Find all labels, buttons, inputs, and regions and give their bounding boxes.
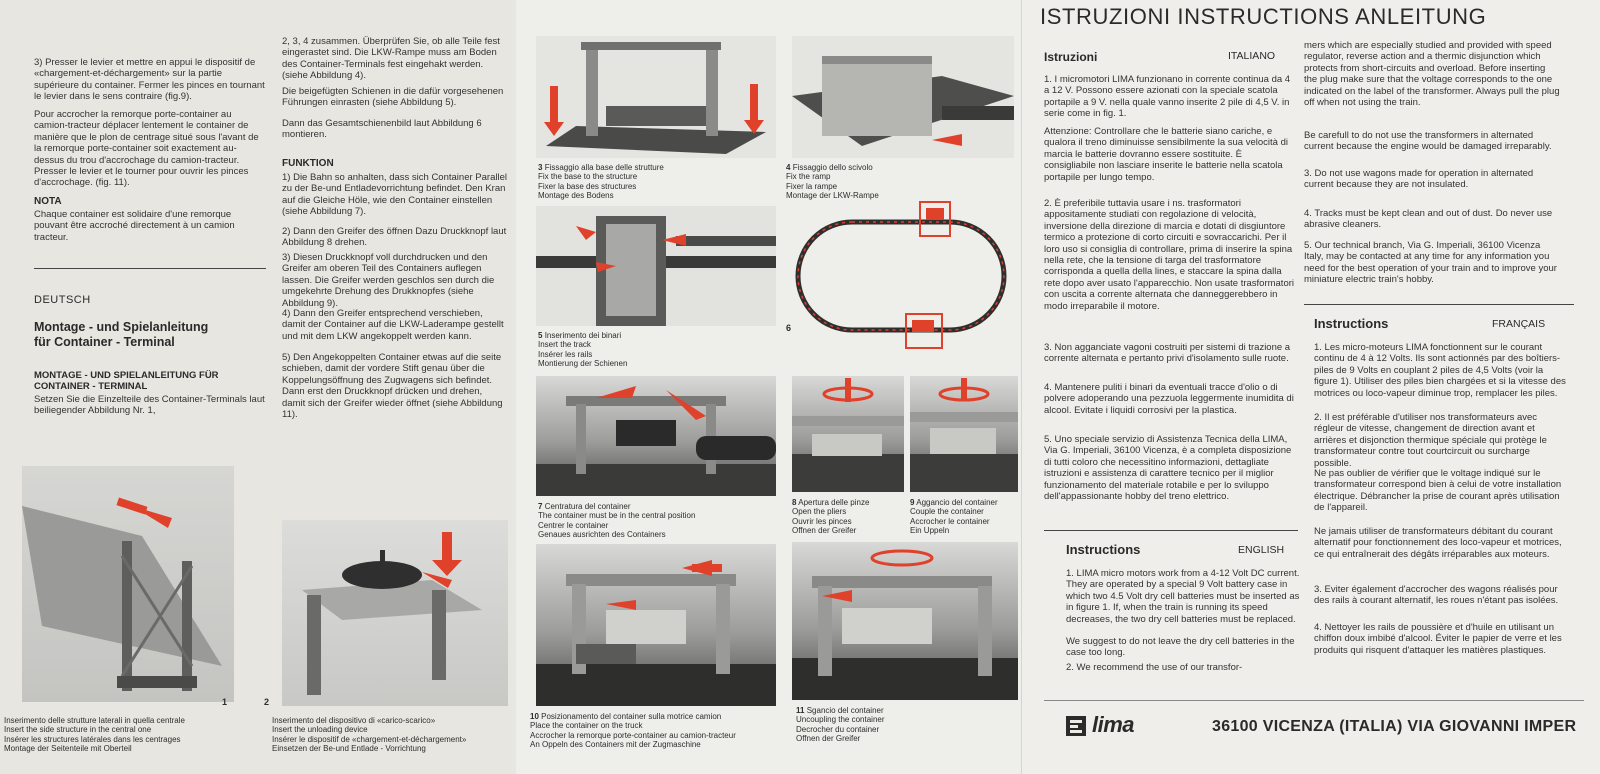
figure-6-number: 6 [786, 323, 792, 333]
italiano-1b: Attenzione: Controllare che le batterie … [1044, 126, 1288, 183]
nota-text: Chaque container est solidaire d'une rem… [34, 209, 235, 243]
figure-4-caption: 4 Fissaggio dello scivolo Fix the ramp F… [786, 163, 879, 200]
figure-9-caption: 9 Aggancio del container Couple the cont… [910, 498, 998, 535]
deutsch-label: DEUTSCH [34, 294, 91, 306]
fr-step-4: Pour accrocher la remorque porte-contain… [34, 109, 259, 189]
nota-heading: NOTA [34, 196, 62, 207]
figure-8-caption: 8 Apertura delle pinze Open the pliers O… [792, 498, 870, 535]
funktion-4: 4) Dann den Greifer entsprechend verschi… [282, 308, 504, 342]
deutsch-subtitle: MONTAGE - UND SPIELANLEITUNG FÜR CONTAIN… [34, 370, 219, 392]
deutsch-title-1: Montage - und Spielanleitung [34, 320, 209, 334]
english-heading: Instructions [1066, 542, 1141, 557]
funktion-5: 5) Den Angekoppelten Container etwas auf… [282, 352, 503, 421]
figure-8-photo [792, 376, 904, 492]
figure-6-track-diagram: 6 [786, 192, 1016, 362]
panel-instructions: ISTRUZIONI INSTRUCTIONS ANLEITUNG Istruz… [1022, 0, 1600, 774]
deutsch-layout: Dann das Gesamtschienenbild laut Abbildu… [282, 118, 482, 141]
deutsch-title-2: für Container - Terminal [34, 335, 175, 349]
english-2b: Be carefull to do not use the transforme… [1304, 130, 1552, 153]
figure-10-caption: 10 Posizionamento del container sulla mo… [530, 712, 736, 749]
figure-5-caption: 5 Inserimento dei binari Insert the trac… [538, 331, 628, 368]
figure-4-photo [792, 36, 1014, 158]
francais-heading: Instructions [1314, 316, 1389, 331]
italiano-heading: Istruzioni [1044, 50, 1098, 64]
english-1: 1. LIMA micro motors work from a 4-12 Vo… [1066, 568, 1300, 625]
english-label: ENGLISH [1238, 544, 1285, 556]
funktion-heading: FUNKTION [282, 158, 334, 169]
english-1b: We suggest to do not leave the dry cell … [1066, 636, 1295, 659]
figure-5-photo [536, 206, 776, 326]
figure-10-photo [536, 544, 776, 706]
italiano-2: 2. È preferibile tuttavia usare i ns. tr… [1044, 198, 1295, 312]
figure-1-photo [22, 466, 234, 702]
italiano-5: 5. Uno speciale servizio di Assistenza T… [1044, 434, 1292, 503]
francais-3: 3. Eviter également d'accrocher des wago… [1314, 584, 1559, 607]
francais-2: 2. Il est préférable d'utiliser nos tran… [1314, 412, 1547, 469]
funktion-2: 2) Dann den Greifer des öffnen Dazu Druc… [282, 226, 507, 249]
francais-1: 1. Les micro-moteurs LIMA fonctionnent s… [1314, 342, 1566, 399]
divider [34, 268, 266, 269]
fr-step-3: 3) Presser le levier et mettre en appui … [34, 57, 265, 103]
english-5: 5. Our technical branch, Via G. Imperial… [1304, 240, 1557, 286]
italiano-label: ITALIANO [1228, 50, 1276, 62]
figure-9-photo [910, 376, 1018, 492]
francais-4: 4. Nettoyer les rails de poussière et d'… [1314, 622, 1562, 656]
panel-figures: 3 Fissaggio alla base delle strutture Fi… [516, 0, 1026, 774]
english-2: 2. We recommend the use of our transfor- [1066, 662, 1243, 673]
francais-2b: Ne pas oublier de vérifier que le voltag… [1314, 468, 1562, 514]
english-4: 4. Tracks must be kept clean and out of … [1304, 208, 1553, 231]
funktion-1: 1) Die Bahn so anhalten, dass sich Conta… [282, 172, 507, 218]
funktion-3: 3) Diesen Druckknopf voll durchdrucken u… [282, 252, 495, 309]
figure-2-photo [282, 520, 508, 706]
figure-2-number: 2 [264, 697, 270, 707]
figure-7-photo [536, 376, 776, 496]
deutsch-assembly: 2, 3, 4 zusammen. Überprüfen Sie, ob all… [282, 36, 500, 82]
lima-logo-mark-icon [1066, 716, 1086, 736]
italiano-4: 4. Mantenere puliti i binari da eventual… [1044, 382, 1294, 416]
footer-address: 36100 VICENZA (ITALIA) VIA GIOVANNI IMPE… [1212, 718, 1577, 735]
figure-2-caption: Inserimento del dispositivo di «carico-s… [272, 716, 467, 753]
english-3: 3. Do not use wagons made for operation … [1304, 168, 1534, 191]
figure-1-caption: Inserimento delle strutture laterali in … [4, 716, 185, 753]
divider [1304, 304, 1574, 305]
figure-11-photo [792, 542, 1018, 700]
italiano-1: 1. I micromotori LIMA funzionano in corr… [1044, 74, 1291, 120]
figure-3-photo [536, 36, 776, 158]
figure-3-caption: 3 Fissaggio alla base delle strutture Fi… [538, 163, 664, 200]
figure-11-caption: 11 Sgancio del container Uncoupling the … [796, 706, 885, 743]
panel-french-german: 3) Presser le levier et mettre en appui … [0, 0, 520, 774]
page-title: ISTRUZIONI INSTRUCTIONS ANLEITUNG [1040, 4, 1487, 29]
italiano-3: 3. Non agganciate vagoni costruiti per s… [1044, 342, 1291, 365]
francais-2c: Ne jamais utiliser de transformateurs dé… [1314, 526, 1562, 560]
deutsch-tracks: Die beigefügten Schienen in die dafür vo… [282, 86, 504, 109]
figure-7-caption: 7 Centratura del container The container… [538, 502, 696, 539]
francais-label: FRANÇAIS [1492, 318, 1546, 330]
english-2-continued: mers which are especially studied and pr… [1304, 40, 1560, 109]
divider [1044, 530, 1298, 531]
figure-1-number: 1 [222, 697, 228, 707]
deutsch-intro: Setzen Sie die Einzelteile des Container… [34, 394, 265, 417]
footer-divider [1044, 700, 1584, 701]
lima-logo: lima [1092, 712, 1135, 737]
